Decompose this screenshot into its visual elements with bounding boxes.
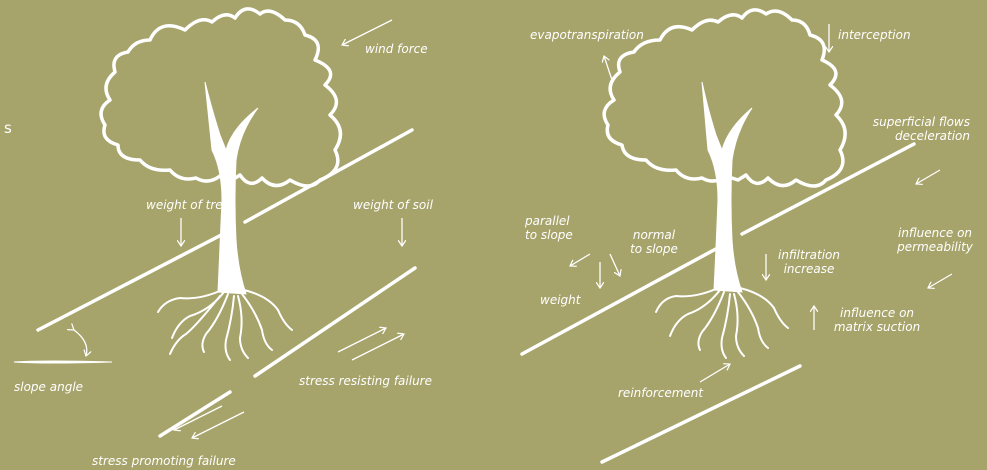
slope-angle-label: slope angle (14, 380, 83, 394)
parallel-line-2: to slope (525, 228, 573, 242)
stress-resisting-failure-label: stress resisting failure (299, 374, 432, 388)
stress-resisting-arrow-1 (338, 328, 386, 352)
weight-of-soil-label: weight of soil (353, 198, 433, 212)
slope-angle-baseline (14, 361, 112, 363)
superficial-flows-arrow (916, 170, 940, 184)
infiltration-label: infiltration increase (772, 248, 846, 276)
weight-of-tree-label: weight of tree (146, 198, 230, 212)
tree-trunk-right (702, 82, 752, 292)
infiltration-line-1: infiltration (772, 248, 846, 262)
matrix-suction-line-1: influence on (822, 306, 932, 320)
normal-to-slope-arrow (610, 254, 620, 276)
tree-roots-right (656, 288, 788, 358)
parallel-line-1: parallel (525, 214, 573, 228)
parallel-to-slope-label: parallel to slope (525, 214, 573, 242)
interception-label: interception (838, 28, 911, 42)
weight-label: weight (540, 293, 580, 307)
permeability-line-1: influence on (890, 226, 980, 240)
wind-force-label: wind force (365, 42, 428, 56)
permeability-arrow (928, 274, 952, 288)
normal-to-slope-label: normal to slope (622, 228, 686, 256)
tree-trunk-left (205, 82, 258, 294)
superficial-flows-line-1: superficial flows (850, 115, 970, 129)
tree-roots-left (158, 290, 292, 360)
permeability-label: influence on permeability (890, 226, 980, 254)
normal-line-1: normal (622, 228, 686, 242)
slope-line-lower-right (602, 366, 800, 462)
reinforcement-label: reinforcement (618, 386, 703, 400)
normal-line-2: to slope (622, 242, 686, 256)
right-panel-drawing (522, 10, 952, 462)
reinforcement-arrow (700, 364, 730, 382)
edge-fragment-text: s (4, 121, 12, 135)
permeability-line-2: permeability (890, 240, 980, 254)
evapotranspiration-arrow (604, 56, 612, 80)
stress-promoting-failure-label: stress promoting failure (92, 454, 236, 468)
matrix-suction-line-2: matrix suction (822, 320, 932, 334)
evapotranspiration-label: evapotranspiration (530, 28, 644, 42)
parallel-to-slope-arrow (570, 254, 590, 266)
matrix-suction-label: influence on matrix suction (822, 306, 932, 334)
stress-promoting-arrow-2 (192, 412, 244, 438)
superficial-flows-line-2: deceleration (850, 129, 970, 143)
superficial-flows-label: superficial flows deceleration (850, 115, 970, 143)
infiltration-line-2: increase (772, 262, 846, 276)
slope-line-lower (160, 268, 415, 436)
stress-resisting-arrow-2 (352, 334, 404, 360)
slope-angle-arrow (74, 330, 87, 356)
